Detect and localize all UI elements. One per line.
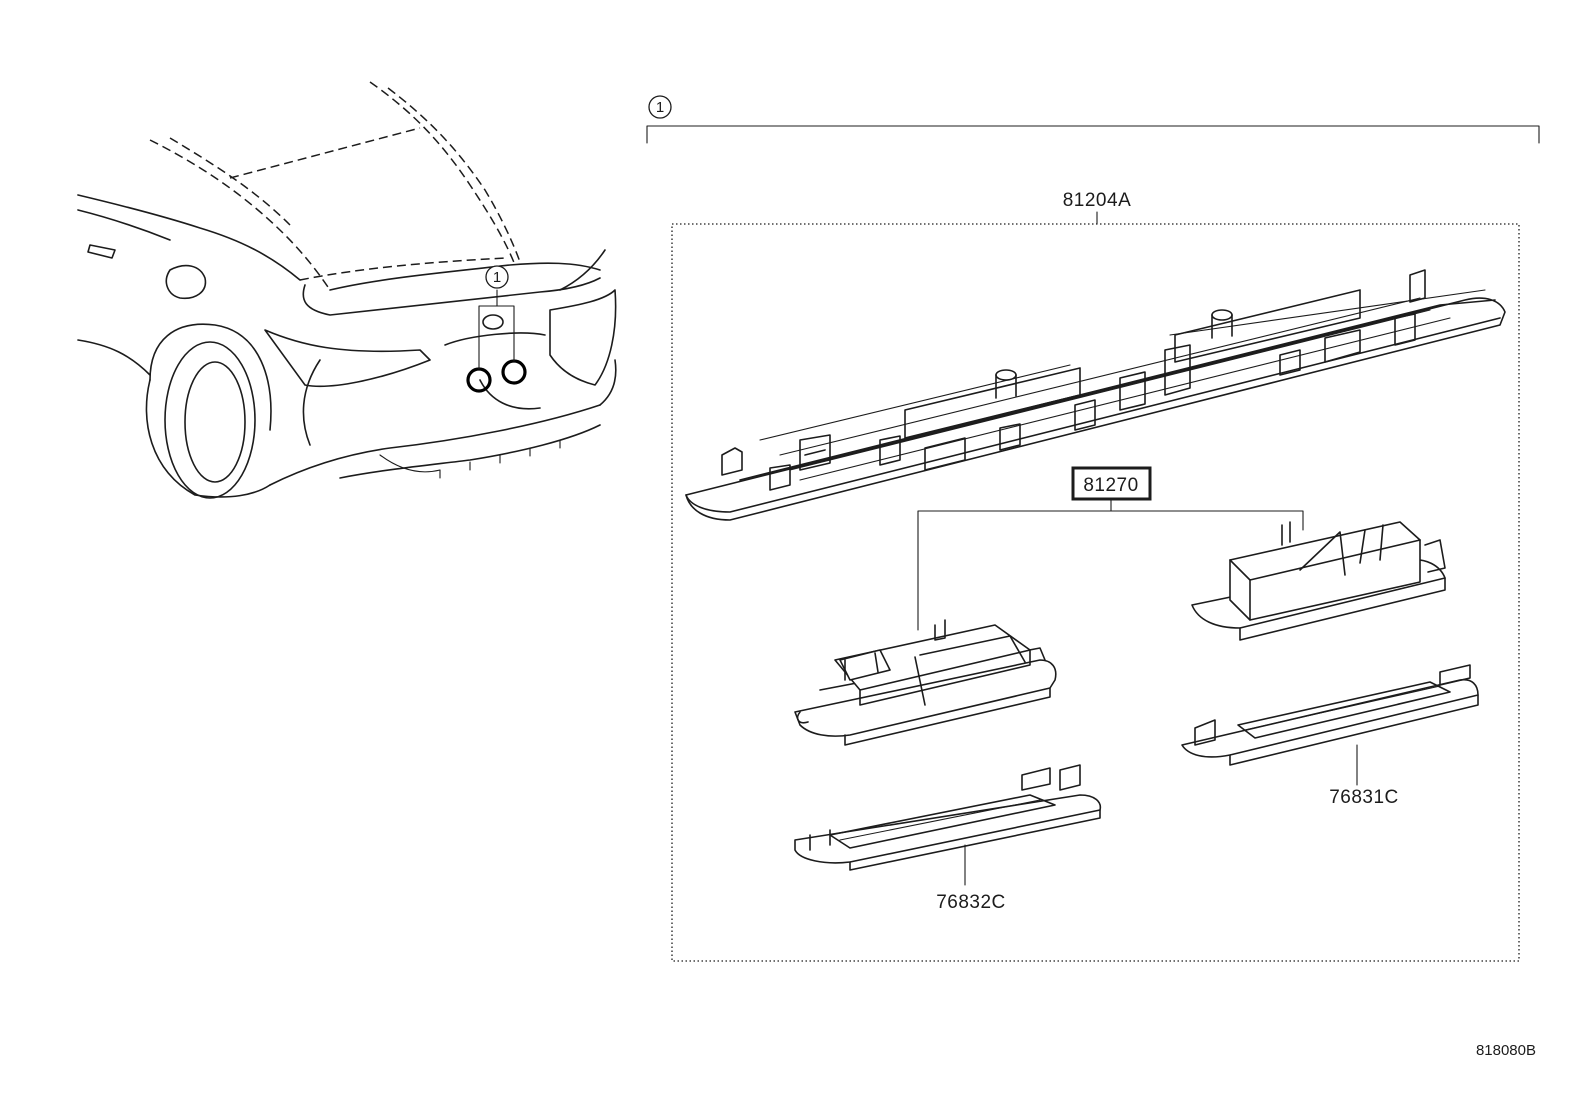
drawing-code: 818080B — [1476, 1042, 1536, 1059]
part-drawing-81270-right — [1191, 521, 1446, 641]
callout-circle-assembly — [648, 95, 672, 119]
callout-number-assembly: 1 — [656, 99, 664, 116]
part-drawing-76832c — [794, 764, 1102, 886]
assembly-bracket: 1 — [646, 95, 1540, 144]
part-drawing-81270-left — [794, 619, 1057, 746]
callout-circle-car — [485, 265, 509, 289]
car-rear-illustration: 1 — [77, 81, 617, 499]
part-label-81270: 81270 — [1083, 475, 1138, 496]
callout-number-car: 1 — [493, 269, 501, 286]
part-drawing-76831c — [1181, 664, 1479, 786]
part-drawing-81204a — [685, 269, 1506, 521]
part-label-81204a: 81204A — [1063, 190, 1132, 211]
part-label-76832c: 76832C — [936, 892, 1006, 913]
part-label-76831c: 76831C — [1329, 787, 1399, 808]
